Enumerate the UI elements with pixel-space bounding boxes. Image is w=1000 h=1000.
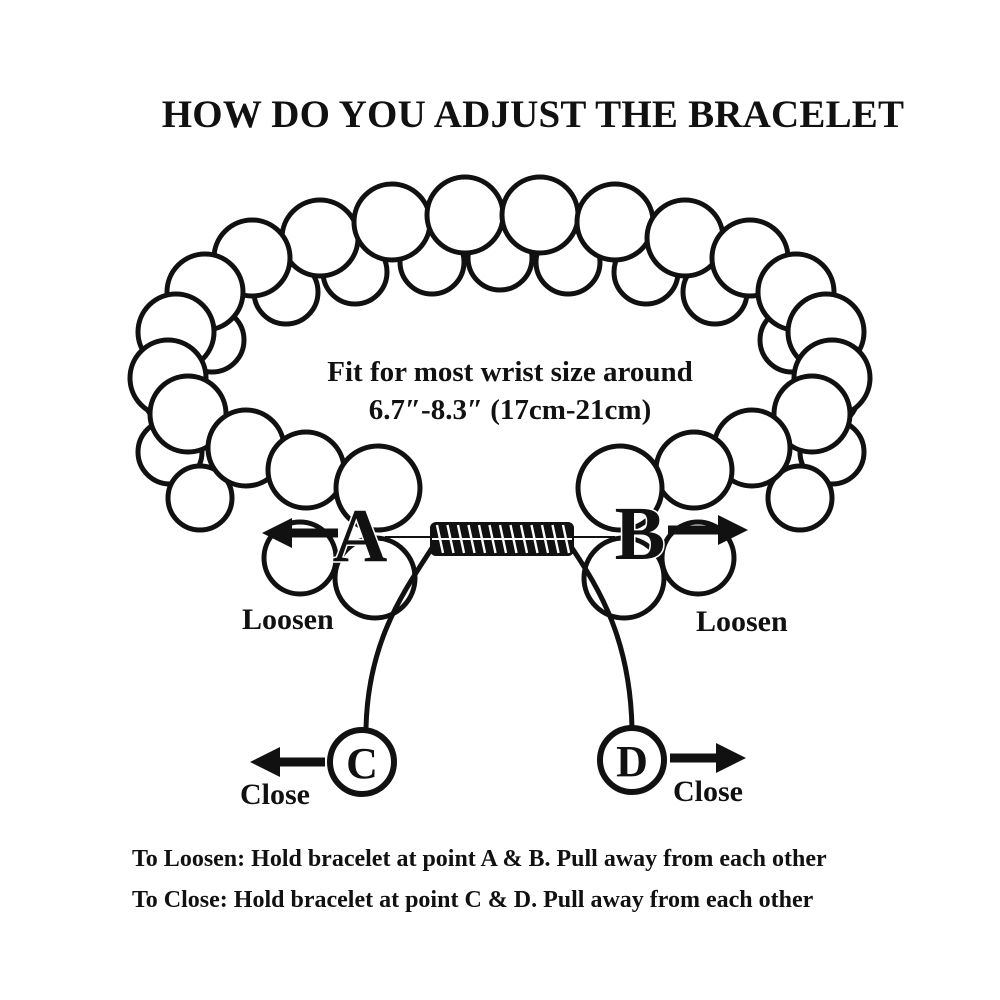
bead (333, 443, 423, 533)
bead-strand-front (127, 174, 873, 621)
bead (499, 174, 581, 256)
arrow-left-icon (250, 747, 325, 777)
point-d-label: D (616, 737, 648, 786)
bead (351, 181, 433, 263)
point-c-label: C (346, 739, 378, 788)
bead (765, 463, 835, 533)
sliding-knot (430, 522, 574, 556)
bead (279, 197, 361, 279)
point-a-label: A (333, 494, 388, 578)
bead (574, 181, 656, 263)
close-right-label: Close (673, 775, 743, 808)
cord-left (363, 546, 435, 729)
page-title: HOW DO YOU ADJUST THE BRACELET (161, 93, 905, 136)
bead (659, 519, 737, 597)
loosen-instruction: To Loosen: Hold bracelet at point A & B.… (132, 846, 827, 872)
close-left-label: Close (240, 778, 310, 811)
point-c-bead: C (327, 727, 397, 797)
loosen-left-label: Loosen (242, 603, 334, 636)
fit-text-line1: Fit for most wrist size around (327, 356, 693, 388)
bead (424, 174, 506, 256)
bead (165, 463, 235, 533)
point-b-label: B (615, 492, 666, 576)
bead (653, 429, 735, 511)
arrow-right-icon (668, 515, 748, 545)
loosen-right-label: Loosen (696, 605, 788, 638)
close-instruction: To Close: Hold bracelet at point C & D. … (132, 887, 814, 913)
arrow-left-icon (262, 518, 338, 548)
arrow-right-icon (670, 743, 746, 773)
cord-right (569, 546, 635, 729)
point-d-bead: D (597, 725, 667, 795)
fit-text-line2: 6.7″-8.3″ (17cm-21cm) (368, 394, 652, 426)
bead (575, 443, 665, 533)
